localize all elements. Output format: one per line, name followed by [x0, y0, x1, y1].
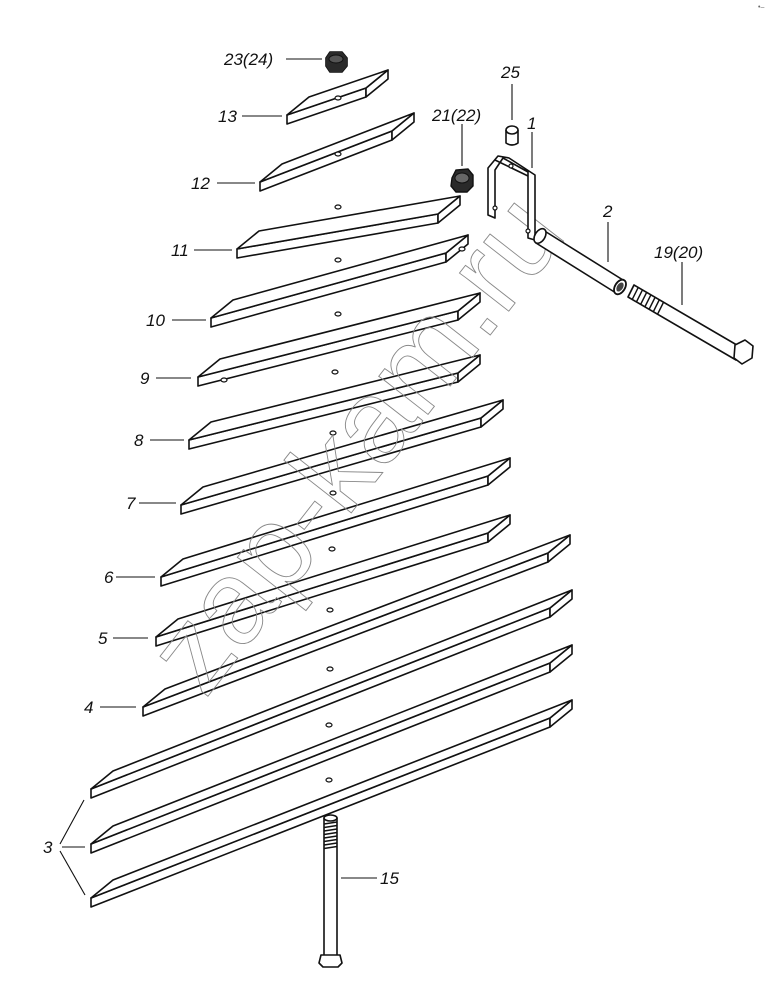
callout-25: 25: [500, 63, 520, 82]
leaf-3a-top-face: [90, 589, 573, 790]
callout-23: 23(24): [223, 50, 273, 69]
bolt-hole: [326, 607, 334, 613]
nut-23-icon[interactable]: [325, 51, 348, 73]
bolt-hole: [326, 666, 334, 672]
bolt-hole: [220, 377, 228, 383]
bolt-19-icon[interactable]: [627, 284, 754, 365]
callout-8: 8: [134, 431, 144, 450]
thread-line: [323, 845, 338, 850]
spacer-tube-2-icon[interactable]: [532, 227, 629, 297]
callout-4: 4: [84, 698, 93, 717]
callout-6: 6: [104, 568, 114, 587]
thread-line: [656, 302, 665, 315]
leaf-5[interactable]: [155, 514, 511, 647]
bolt-hole: [334, 311, 342, 317]
callout-21: 21(22): [431, 106, 481, 125]
thread-line: [652, 299, 660, 313]
bolt-hole: [325, 777, 333, 783]
leaf-4-top-face: [142, 534, 571, 708]
bolt-hole: [334, 151, 342, 157]
thread-line: [639, 292, 648, 305]
bolt-19-threads: [627, 284, 665, 315]
thread-line: [631, 287, 639, 300]
leaf-8[interactable]: [188, 354, 481, 450]
bolt-hole: [458, 246, 466, 252]
bolt-hole: [325, 722, 333, 728]
leaf-13[interactable]: [286, 69, 389, 125]
leaf-10-top-face: [210, 234, 469, 319]
callout-10: 10: [146, 311, 165, 330]
leaf-7-top-face: [180, 399, 504, 506]
bolt-hole: [328, 546, 336, 552]
nut-21-icon[interactable]: [450, 168, 474, 193]
leaf-4[interactable]: [142, 534, 571, 717]
leaf-7[interactable]: [180, 399, 504, 515]
thread-line: [323, 838, 338, 843]
bolt-hole: [329, 490, 337, 496]
center-bolt-15-icon[interactable]: [318, 814, 343, 968]
leaf-13-top-face: [286, 69, 389, 116]
callout-2: 2: [602, 202, 613, 221]
spring-leaves: [90, 69, 573, 908]
leaf-3a[interactable]: [90, 589, 573, 799]
leaf-6-top-face: [160, 457, 511, 578]
thread-line: [627, 284, 635, 298]
leaf-12-front-face: [259, 130, 393, 192]
thread-line: [648, 297, 656, 310]
leaf-11[interactable]: [236, 195, 461, 259]
leaf-12[interactable]: [259, 112, 415, 192]
thread-line: [323, 824, 338, 829]
leaf-3b[interactable]: [90, 644, 573, 854]
leaf-8-top-face: [188, 354, 481, 441]
callout-5: 5: [98, 629, 108, 648]
thread-line: [323, 828, 338, 832]
leaf-12-top-face: [259, 112, 415, 183]
leaf-6[interactable]: [160, 457, 511, 587]
callout-7: 7: [126, 494, 136, 513]
callout-12: 12: [191, 174, 210, 193]
thread-line: [644, 294, 652, 308]
u-clamp-1-icon[interactable]: [487, 155, 536, 241]
leaf-11-top-face: [236, 195, 461, 250]
leaf-3c-top-face: [90, 699, 573, 899]
leaf-5-top-face: [155, 514, 511, 638]
callout-19: 19(20): [654, 243, 703, 262]
bolt-hole: [334, 257, 342, 263]
bolt-hole: [331, 369, 339, 375]
bushing-25-icon[interactable]: [505, 125, 519, 146]
thread-line: [323, 831, 338, 836]
bolt-hole: [329, 430, 337, 436]
leader-lines: [59, 58, 683, 896]
leaf-3c[interactable]: [90, 699, 573, 908]
thread-line: [635, 289, 644, 303]
callout-1: 1: [527, 114, 536, 133]
thread-line: [323, 835, 338, 839]
leaf-9-top-face: [197, 292, 481, 378]
callout-15: 15: [380, 869, 399, 888]
thread-line: [323, 842, 338, 846]
callout-9: 9: [140, 369, 150, 388]
bolt-hole: [334, 204, 342, 210]
leaf-3b-top-face: [90, 644, 573, 845]
callout-11: 11: [171, 241, 189, 260]
leaf-9[interactable]: [197, 292, 481, 387]
callout-13: 13: [218, 107, 237, 126]
corner-mark: •‒: [758, 4, 764, 11]
thread-line: [323, 821, 338, 825]
leaf-10[interactable]: [210, 234, 469, 328]
callout-3: 3: [43, 838, 53, 857]
bolt-15-threads: [323, 821, 338, 850]
bolt-hole: [334, 95, 342, 101]
